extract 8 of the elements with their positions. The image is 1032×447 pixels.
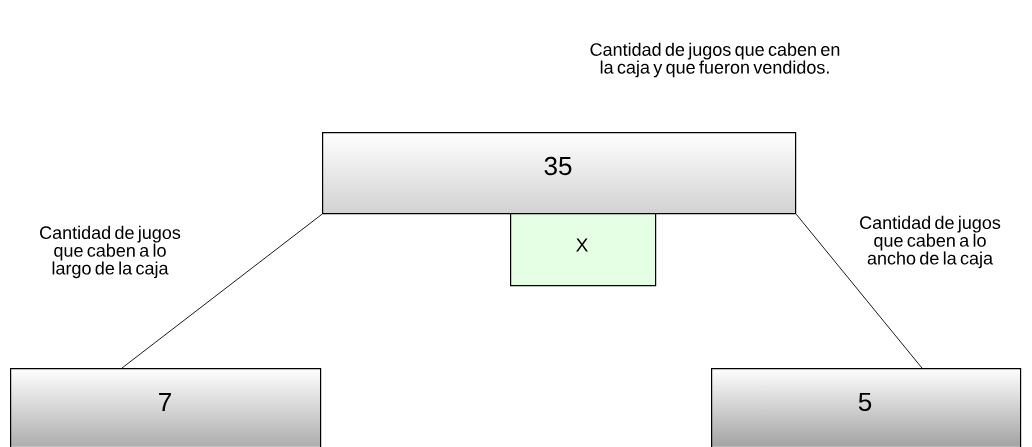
edge-label: Cantidad de jugos que caben a lo ancho de la caja	[860, 215, 1001, 269]
number-box: 5	[711, 368, 1022, 447]
unknown-box: X	[510, 213, 657, 287]
connector-line	[795, 213, 923, 369]
edge-label: Cantidad de jugos que caben a lo largo de la caja	[40, 225, 181, 279]
caption-text: Cantidad de jugos que caben en la caja y que fueron vendidos.	[590, 42, 840, 78]
number-box: 7	[10, 368, 322, 447]
connector-line	[121, 213, 323, 369]
